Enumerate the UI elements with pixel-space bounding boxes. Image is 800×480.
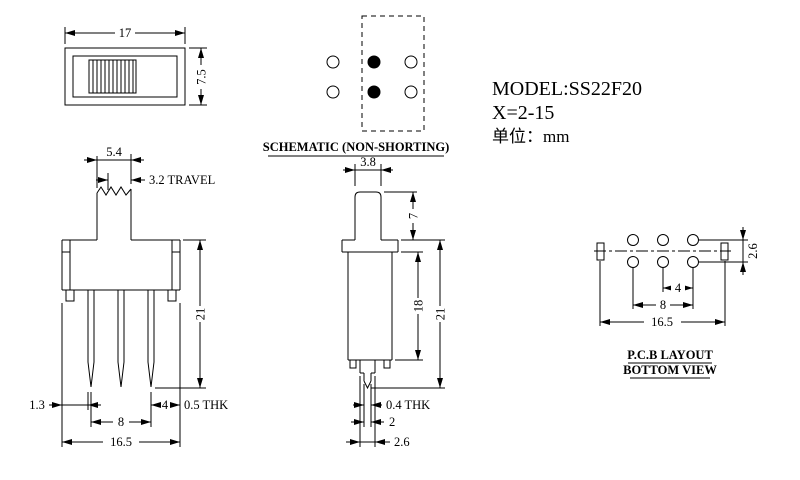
dim-top-height: 7.5 (189, 47, 209, 106)
unit-text: 单位：mm (492, 127, 569, 146)
terminal-circle (326, 85, 340, 99)
dim-text-mask (656, 298, 670, 311)
terminal-circle (404, 85, 418, 99)
dim-text-mask (113, 415, 129, 428)
label-front-pin-thickness: 0.5 THK (184, 398, 228, 412)
top-view (64, 47, 186, 106)
dim-text-mask (115, 26, 135, 39)
dim-label-top-height: 7.5 (195, 69, 209, 85)
dim-side-knob-height: 7 (384, 191, 421, 241)
pcb-caption-line2: BOTTOM VIEW (623, 363, 717, 377)
knob-hatch-lines (92, 60, 134, 93)
terminal-pin-side (359, 360, 376, 390)
dim-label-side-pin-width: 2 (389, 415, 395, 429)
terminal-circle (404, 55, 418, 69)
top-view-body-outline (64, 47, 186, 106)
dim-label-edge-offset: 1.3 (29, 398, 45, 412)
dim-label-top-width: 17 (119, 26, 132, 40)
dim-label-knob-width: 5.4 (106, 145, 122, 159)
side-bottom-extension-lines (359, 376, 376, 447)
pcb-caption: P.C.B LAYOUT BOTTOM VIEW (623, 348, 717, 379)
dim-label-side-body-height: 18 (412, 300, 426, 313)
dim-pcb-hole-span: 8 (633, 298, 693, 312)
dim-side-knob-width: 3.8 (343, 155, 393, 186)
schematic-caption: SCHEMATIC (NON-SHORTING) (263, 140, 450, 154)
front-bottom-extension-lines (61, 303, 181, 447)
pcb-hole (627, 234, 639, 246)
pcb-view (594, 234, 731, 268)
terminal-circle (326, 55, 340, 69)
dim-side-pin-width: 2 (351, 415, 395, 429)
switch-body-outline (61, 239, 181, 291)
side-view (341, 191, 399, 390)
dim-front-pin-pitch: 4 (151, 398, 180, 412)
knob-break-line (96, 186, 132, 196)
pcb-hole (687, 234, 699, 246)
dim-side-height: 21 (371, 239, 448, 389)
mounting-foot (65, 289, 75, 302)
travel-spec-text: X=2-15 (492, 102, 554, 124)
terminal-pin (87, 290, 95, 388)
extension-lines (359, 376, 376, 447)
dim-label-side-knob-width: 3.8 (360, 155, 376, 169)
side-knob-outline (354, 191, 382, 240)
dim-side-pin-base: 2.6 (346, 435, 410, 449)
model-number-text: MODEL:SS22F20 (492, 78, 642, 100)
dim-side-body-height: 18 (395, 251, 426, 361)
dim-pcb-row-pitch: 2.6 (699, 227, 760, 275)
dim-front-pin-span: 8 (91, 415, 151, 429)
dim-front-travel: 3.2 TRAVEL (96, 173, 215, 190)
pcb-caption-line1: P.C.B LAYOUT (627, 348, 713, 362)
dim-label-side-knob-height: 7 (407, 213, 421, 219)
dim-label-pcb-row-pitch: 2.6 (746, 243, 760, 259)
pcb-hole (687, 256, 699, 268)
schematic-view: SCHEMATIC (NON-SHORTING) (263, 15, 450, 157)
top-view-inner-frame (72, 55, 178, 98)
pcb-mounting-slot (720, 242, 729, 261)
pcb-hole (627, 256, 639, 268)
dim-pcb-overall: 16.5 (600, 315, 725, 329)
dim-text-mask (644, 315, 681, 328)
extension-lines (61, 303, 181, 447)
dim-text-mask (103, 435, 139, 448)
pcb-mounting-slot (596, 242, 605, 261)
dim-text-mask (671, 281, 685, 294)
common-terminal-circle-filled (367, 55, 381, 69)
dim-label-side-height: 21 (434, 308, 448, 321)
terminal-pin (147, 290, 155, 388)
dim-top-width: 17 (64, 26, 186, 44)
dim-label-body-width: 16.5 (110, 435, 132, 449)
mounting-foot (349, 359, 357, 369)
pcb-hole (657, 256, 669, 268)
dim-label-side-pin-thickness: 0.4 THK (386, 398, 430, 412)
dim-label-pcb-overall: 16.5 (651, 315, 673, 329)
mounting-foot (383, 359, 391, 369)
moving-contact-dashed-box (361, 15, 425, 132)
title-block: MODEL:SS22F20 X=2-15 单位：mm (492, 78, 642, 146)
dim-front-height: 21 (155, 239, 208, 389)
dim-front-edge-offset: 1.3 (29, 398, 101, 412)
dim-front-body-width: 16.5 (62, 435, 180, 449)
dim-front-knob-width: 5.4 (84, 145, 144, 188)
dim-side-pin-thickness: 0.4 THK (353, 398, 430, 412)
dim-pcb-hole-pitch: 4 (663, 281, 693, 295)
extension-lines (96, 154, 132, 188)
front-view (61, 186, 181, 388)
side-body-outline (341, 239, 399, 361)
dim-label-pin-span: 8 (118, 415, 124, 429)
dim-label-pcb-hole-span: 8 (660, 298, 666, 312)
dim-label-front-height: 21 (194, 308, 208, 321)
extension-lines (699, 239, 748, 263)
common-terminal-circle-filled (367, 85, 381, 99)
knob-sides (96, 189, 132, 240)
mounting-foot (167, 289, 177, 302)
dim-label-travel: 3.2 TRAVEL (149, 173, 215, 187)
dim-label-side-pin-base: 2.6 (394, 435, 410, 449)
pcb-hole (657, 234, 669, 246)
dim-label-pcb-hole-pitch: 4 (675, 281, 682, 295)
dim-label-pin-pitch: 4 (162, 398, 169, 412)
terminal-pin (117, 290, 125, 388)
